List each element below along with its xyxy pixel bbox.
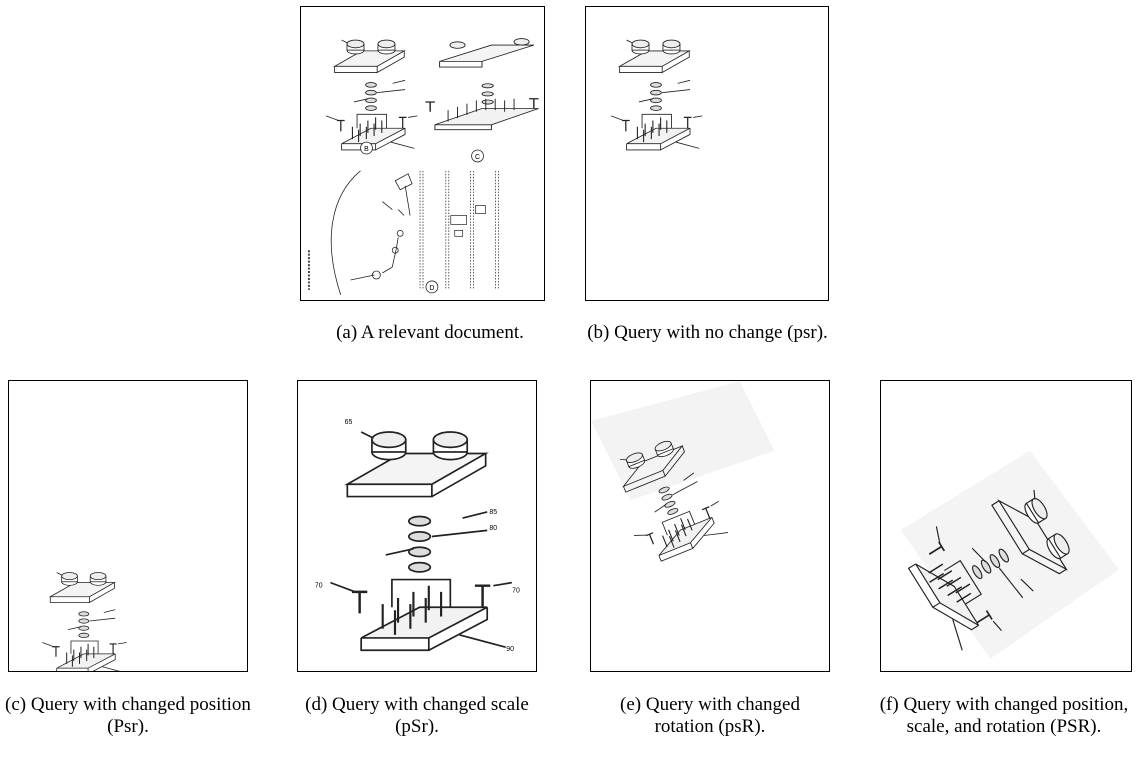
panel-a-document: B C D — [300, 6, 545, 301]
part-70-label-right: 70 — [512, 587, 520, 594]
view-b-label: B — [364, 146, 369, 153]
query-drawing-e — [591, 381, 775, 568]
query-drawing-d: 65 85 80 70 70 90 — [315, 419, 520, 653]
caption-e: (e) Query with changed rotation (psR). — [620, 694, 800, 737]
panel-e-query — [590, 380, 830, 672]
part-90-label: 90 — [506, 646, 514, 653]
view-c-label: C — [475, 154, 480, 161]
panel-b-query — [585, 6, 829, 301]
caption-a: (a) A relevant document. — [336, 322, 524, 343]
query-drawing-f — [896, 450, 1120, 659]
part-70-label-left: 70 — [315, 582, 323, 589]
query-drawing-c — [41, 571, 128, 671]
part-80-label: 80 — [489, 525, 497, 532]
view-d-label: D — [429, 285, 434, 292]
part-65-label: 65 — [345, 419, 353, 426]
panel-c-query — [8, 380, 248, 672]
caption-b: (b) Query with no change (psr). — [587, 322, 828, 343]
panel-f-query — [880, 380, 1132, 672]
technical-drawing-document: B C D — [307, 38, 539, 295]
part-85-label: 85 — [489, 509, 497, 516]
caption-d: (d) Query with changed scale (pSr). — [305, 694, 529, 737]
query-drawing-b — [610, 39, 704, 151]
caption-f: (f) Query with changed position, scale, … — [879, 694, 1129, 737]
panel-d-query: 65 85 80 70 70 90 — [297, 380, 537, 672]
caption-c: (c) Query with changed position (Psr). — [5, 694, 251, 737]
